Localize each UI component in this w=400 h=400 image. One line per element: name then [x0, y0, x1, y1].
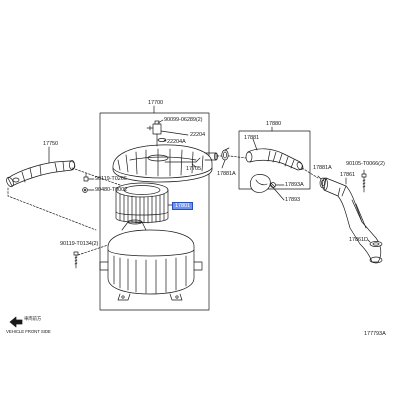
label-17700: 17700: [148, 100, 164, 106]
label-90105: 90105-T0066(2): [346, 161, 385, 167]
label-17750: 17750: [43, 141, 59, 147]
label-17893a: 17893A: [285, 182, 304, 188]
label-90119-t0266: 90119-T0266: [95, 176, 127, 182]
sensor-22204: [146, 120, 162, 147]
leader-17881: [252, 138, 258, 151]
label-90099: 90099-06289(2): [164, 117, 203, 123]
seal-22204a: [157, 138, 167, 142]
label-17881a-right: 17881A: [313, 165, 332, 171]
leader-17881a-right: [317, 175, 322, 180]
air-cleaner-case: [99, 219, 203, 301]
leader-17705: [191, 163, 197, 168]
label-17881: 17881: [244, 135, 260, 141]
label-22204a: 22204A: [167, 139, 186, 145]
label-22204: 22204: [190, 132, 206, 138]
label-17893: 17893: [285, 197, 301, 203]
filter-element-17801: [115, 182, 169, 224]
vehicle-front-arrow-icon: [9, 316, 23, 328]
leader-17881a-left: [221, 159, 226, 169]
intake-pipe-17861: [322, 177, 383, 264]
filter-cover-17705: [112, 144, 218, 183]
leader-22204: [160, 130, 189, 136]
resonator-17893: [250, 174, 271, 193]
label-90480: 90480-T0002: [95, 187, 128, 193]
leader-22204a: [163, 139, 167, 142]
label-17861: 17861: [340, 172, 356, 178]
label-17881a-left: 17881A: [217, 171, 236, 177]
leader-cover-to-hose: [216, 155, 247, 159]
air-hose-17881: [245, 148, 304, 171]
bolt-90119-t0266: [83, 172, 89, 182]
label-17801-highlighted[interactable]: 17801: [172, 202, 194, 210]
leader-17861d: [367, 239, 371, 243]
bolt-90119-t0134: [73, 251, 79, 269]
leader-bolt-to-case: [77, 244, 109, 256]
leader-hose-to-pipe: [301, 167, 319, 179]
grommet-90480-t0002: [82, 187, 88, 193]
label-17880: 17880: [266, 121, 282, 127]
intake-pipe-17750: [6, 160, 76, 188]
seal-17861d: [369, 241, 383, 247]
label-vehicle-front-side: VEHICLE FRONT SIDE: [6, 329, 51, 334]
label-17861d: 17861D: [349, 237, 368, 243]
clamp-17881a-left: [221, 147, 230, 161]
leader-17893: [269, 183, 285, 201]
bolt-90105-t0066: [361, 173, 367, 193]
leader-pipe-to-filter: [71, 167, 121, 186]
label-17705: 17705: [186, 166, 202, 172]
leader-90099: [157, 119, 164, 124]
label-90119-t0134: 90119-T0134(2): [60, 241, 99, 247]
leader-pipe-to-case: [7, 187, 97, 231]
assembly-frame-17700: [99, 112, 210, 311]
figure-number: 177793A: [364, 331, 386, 337]
label-front-jp: 車両前方: [24, 316, 42, 321]
